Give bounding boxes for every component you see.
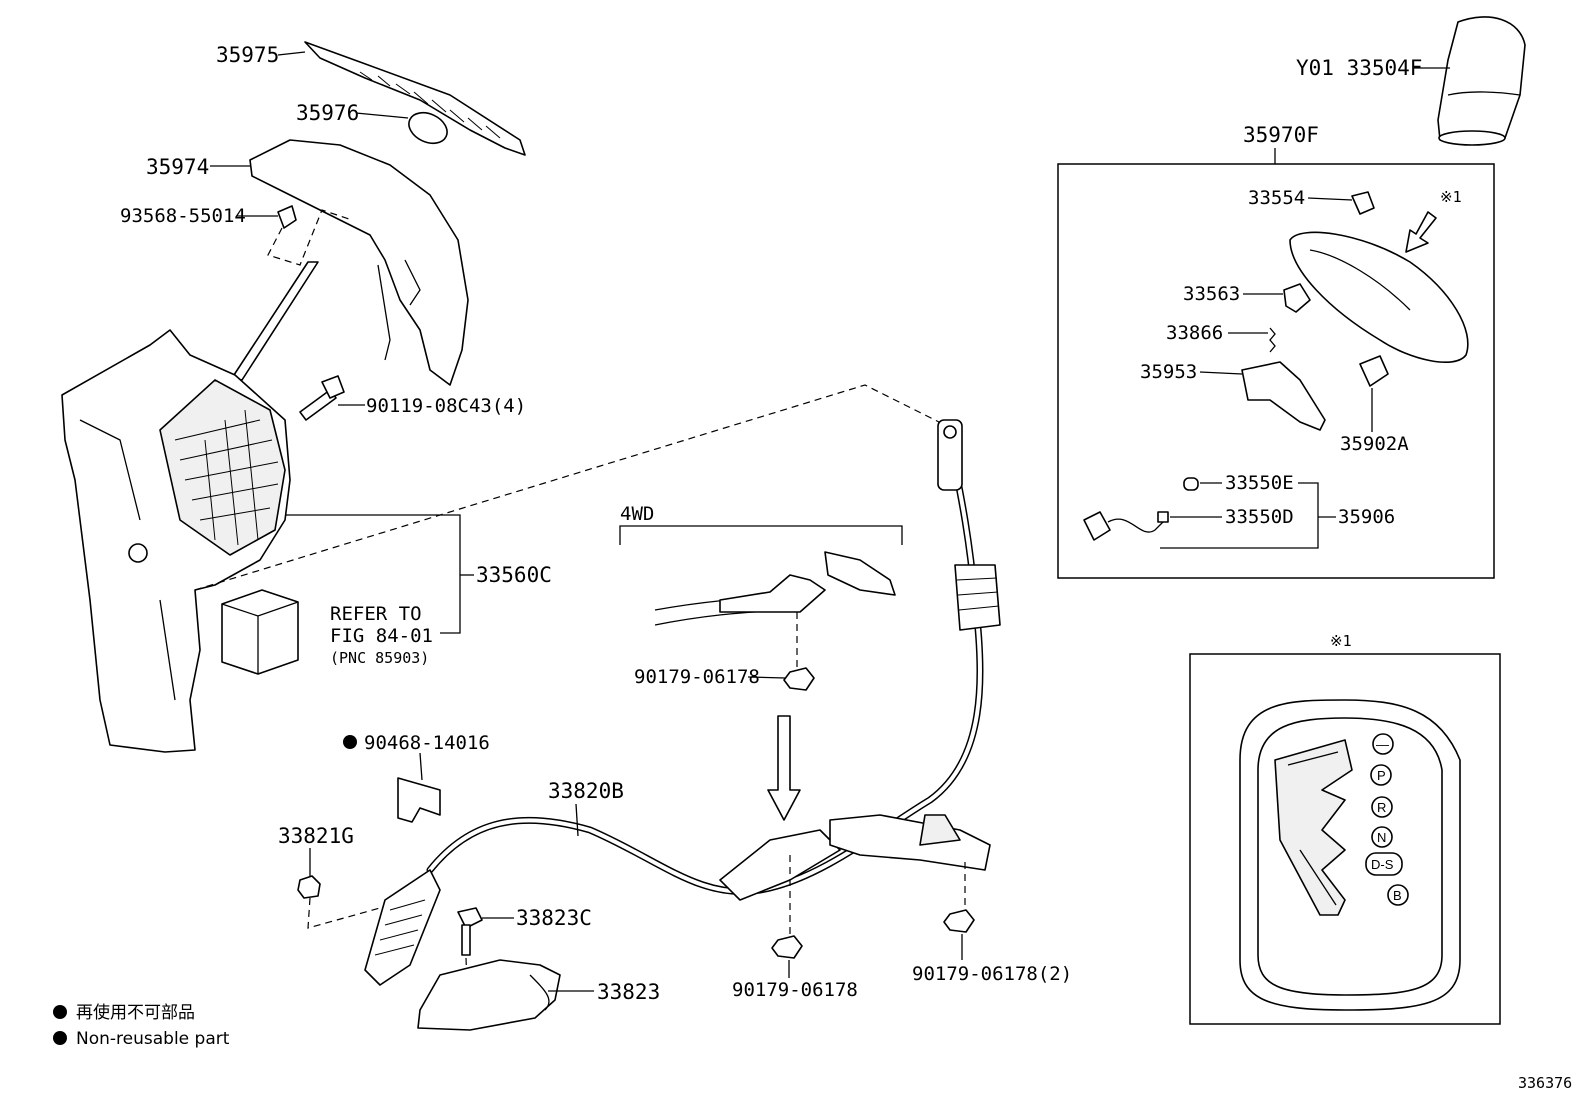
label-33550e: 33550E <box>1225 472 1294 494</box>
part-90179-nut-a <box>783 667 815 691</box>
gate-position-r: R <box>1377 800 1386 815</box>
part-shift-indicator-panel <box>1289 231 1469 363</box>
part-33821g-nut <box>297 875 321 899</box>
label-33823c: 33823C <box>516 906 592 930</box>
part-33866-spring <box>1269 327 1276 353</box>
label-33821g: 33821G <box>278 824 354 848</box>
label-35906: 35906 <box>1338 506 1395 528</box>
label-35976: 35976 <box>296 101 359 125</box>
part-33823-bracket <box>417 959 561 1031</box>
legend: 再使用不可部品 Non-reusable part <box>53 1002 230 1049</box>
label-33820b: 33820B <box>548 779 624 803</box>
legend-marker-en <box>53 1031 67 1045</box>
gate-position-p: P <box>1377 768 1386 783</box>
label-33563: 33563 <box>1183 283 1240 305</box>
legend-marker-jp <box>53 1005 67 1019</box>
part-90119-bolt <box>299 375 345 421</box>
gate-position-dash: — <box>1376 737 1389 752</box>
label-35975: 35975 <box>216 43 279 67</box>
label-refer-line2: FIG 84-01 <box>330 625 433 647</box>
label-33550d: 33550D <box>1225 506 1294 528</box>
part-4wd-bracket <box>654 551 896 626</box>
part-33554-clip <box>1351 191 1375 215</box>
gate-position-indicators: — P R N D-S B <box>1365 733 1409 906</box>
part-module-85903 <box>221 589 299 675</box>
label-35953: 35953 <box>1140 361 1197 383</box>
label-35970f: 35970F <box>1243 123 1319 147</box>
part-35902a-switch <box>1359 355 1389 387</box>
gate-position-b: B <box>1393 888 1402 903</box>
box-35970f <box>1057 163 1495 579</box>
box-gate-detail <box>1189 653 1501 1025</box>
label-33560c: 33560C <box>476 563 552 587</box>
drawing-number: 336376 <box>1518 1074 1572 1092</box>
label-35974: 35974 <box>146 155 209 179</box>
label-90468-14016: 90468-14016 <box>364 732 490 754</box>
part-33550d-socket-wire <box>1083 511 1169 541</box>
label-refer-line1: REFER TO <box>330 603 422 625</box>
part-33823c-bolt <box>457 907 483 956</box>
gate-position-ds: D-S <box>1371 857 1394 872</box>
label-90119-08c43: 90119-08C43(4) <box>366 395 526 417</box>
part-90468-clip <box>397 777 441 823</box>
label-90179-06178-c: 90179-06178(2) <box>912 963 1072 985</box>
indicator-arrow <box>1405 211 1437 253</box>
shift-gate-plate <box>1239 699 1461 1011</box>
part-93568-clip <box>277 205 297 229</box>
label-90179-06178-a: 90179-06178 <box>634 666 760 688</box>
part-35974-housing-cover <box>249 139 469 386</box>
legend-text-en: Non-reusable part <box>76 1029 230 1049</box>
label-90179-06178-b: 90179-06178 <box>732 979 858 1001</box>
label-33504f: Y01 33504F <box>1296 56 1422 80</box>
label-93568-55014: 93568-55014 <box>120 205 246 227</box>
legend-text-jp: 再使用不可部品 <box>76 1002 195 1023</box>
part-33820b-control-cable <box>364 419 1001 986</box>
label-33554: 33554 <box>1248 187 1305 209</box>
label-ref-mark-1: ※1 <box>1440 188 1462 206</box>
part-35976-emblem <box>408 111 448 145</box>
gate-position-n: N <box>1377 830 1386 845</box>
part-90179-nut-c <box>943 909 975 933</box>
part-35953-button <box>1241 361 1326 431</box>
label-33823: 33823 <box>597 980 660 1004</box>
label-ref-mark-2: ※1 <box>1330 632 1352 650</box>
part-33563-pin <box>1283 283 1311 313</box>
down-arrow <box>767 715 801 821</box>
part-90179-nut-b <box>771 935 803 959</box>
label-35902a: 35902A <box>1340 433 1409 455</box>
label-33866: 33866 <box>1166 322 1223 344</box>
label-4wd: 4WD <box>620 503 654 525</box>
part-35975-cover <box>304 41 526 156</box>
part-33560c-shift-lever-assembly <box>61 261 319 753</box>
non-reusable-marker <box>343 735 357 749</box>
part-33504f-shift-knob <box>1437 16 1526 146</box>
part-33550e-bulb <box>1183 477 1199 491</box>
label-refer-line3: (PNC 85903) <box>330 649 429 667</box>
